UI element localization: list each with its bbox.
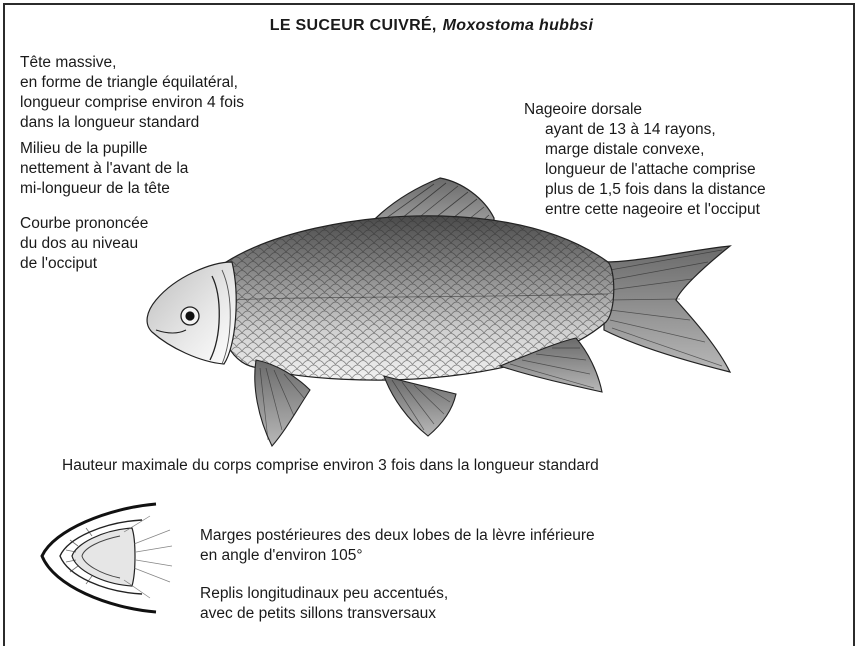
lip-margins-annotation: Marges postérieures des deux lobes de la… — [200, 526, 595, 566]
lower-lip-diagram — [42, 504, 172, 612]
lip-folds-annotation: Replis longitudinaux peu accentués, avec… — [200, 584, 448, 624]
annotation-line: Marges postérieures des deux lobes de la… — [200, 526, 595, 546]
annotation-line: avec de petits sillons transversaux — [200, 604, 448, 624]
annotation-line: Replis longitudinaux peu accentués, — [200, 584, 448, 604]
annotation-line: en angle d'environ 105° — [200, 546, 595, 566]
